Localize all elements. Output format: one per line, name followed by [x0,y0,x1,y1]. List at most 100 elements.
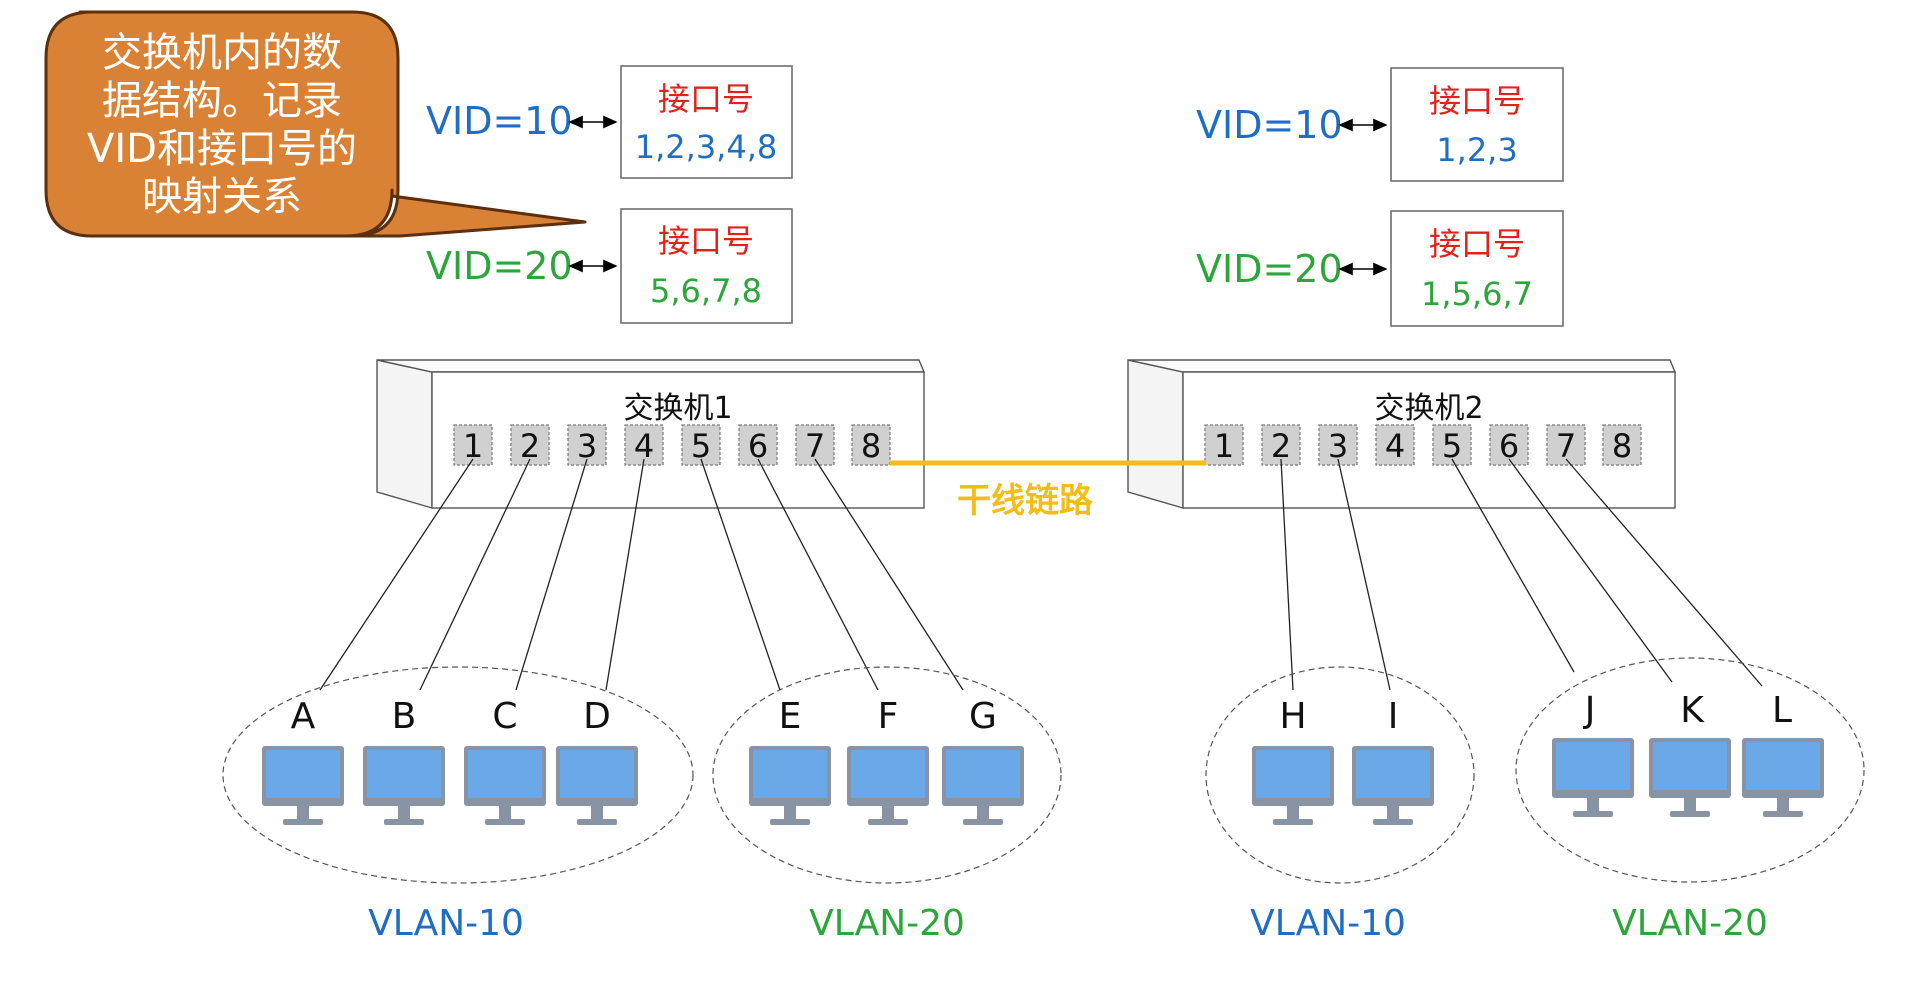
host-l[interactable]: L [1742,690,1824,817]
switch-top-face [1127,359,1677,373]
switch-port-6[interactable]: 6 [1489,424,1529,466]
host-a[interactable]: A [262,696,344,825]
host-label: C [492,696,517,737]
vid-table-ports: 1,2,3,4,8 [635,128,777,166]
callout-line-3: VID和接口号的 [87,126,357,172]
switch-port-4[interactable]: 4 [624,424,664,466]
computer-monitor-icon [1649,738,1731,817]
vid-table-header: 接口号 [658,80,754,118]
vlan-group-outline [1205,666,1475,884]
port-number: 7 [805,427,825,465]
vlan-label-switch1-vlan10: VLAN-10 [368,903,524,944]
switch-name: 交换机2 [1374,391,1483,426]
host-j[interactable]: J [1552,690,1634,817]
port-number: 4 [634,427,654,465]
switch-side-face [376,359,433,509]
host-label: G [969,696,997,737]
port-number: 6 [748,427,768,465]
port-number: 8 [861,427,881,465]
vid-table-box [620,208,793,324]
port-box [624,424,664,466]
port-box [1546,424,1586,466]
switch-port-1[interactable]: 1 [453,424,493,466]
switch-top-face [376,359,926,373]
host-label: K [1680,690,1705,731]
switch-port-3[interactable]: 3 [1318,424,1358,466]
host-i[interactable]: I [1352,696,1434,825]
cable-l [1565,458,1763,687]
cable-i [1337,458,1391,691]
computer-monitor-icon [363,746,445,825]
host-e[interactable]: E [749,696,831,825]
switch-port-8[interactable]: 8 [851,424,891,466]
port-number: 5 [1442,427,1462,465]
vlan-label-switch2-vlan10: VLAN-10 [1250,903,1406,944]
port-box [1489,424,1529,466]
switch-port-1[interactable]: 1 [1204,424,1244,466]
switch-port-5[interactable]: 5 [681,424,721,466]
host-label: A [291,696,316,737]
vid-table-ports: 1,2,3 [1436,131,1517,169]
host-label: F [878,696,899,737]
vlan-label-switch1-vlan20: VLAN-20 [809,903,965,944]
switch-port-3[interactable]: 3 [567,424,607,466]
switch-side-face [1127,359,1184,509]
host-c[interactable]: C [464,696,546,825]
host-k[interactable]: K [1649,690,1731,817]
switch-port-7[interactable]: 7 [795,424,835,466]
computer-monitor-icon [1742,738,1824,817]
port-number: 7 [1556,427,1576,465]
computer-monitor-icon [262,746,344,825]
vid-label: VID=20 [1196,247,1343,291]
computer-monitor-icon [1252,746,1334,825]
port-number: 4 [1385,427,1405,465]
vid-table-ports: 5,6,7,8 [650,272,762,310]
port-box [453,424,493,466]
vlan-group-outline [222,666,694,884]
host-g[interactable]: G [942,696,1024,825]
port-number: 1 [1214,427,1234,465]
port-number: 1 [463,427,483,465]
cables [319,458,1763,691]
callout-line-2: 据结构。记录 [102,78,342,124]
port-number: 6 [1499,427,1519,465]
port-number: 5 [691,427,711,465]
switch-port-8[interactable]: 8 [1602,424,1642,466]
callout: 交换机内的数 据结构。记录 VID和接口号的 映射关系 [44,10,587,238]
switch-port-6[interactable]: 6 [738,424,778,466]
host-label: H [1279,696,1306,737]
vid-table-box [620,65,793,179]
switch-port-2[interactable]: 2 [1261,424,1301,466]
computer-monitor-icon [847,746,929,825]
cable-k [1508,458,1673,683]
vid-table-switch1-vlan10: VID=10 接口号 1,2,3,4,8 [426,65,793,179]
vid-table-header: 接口号 [1429,82,1525,120]
host-h[interactable]: H [1252,696,1334,825]
port-box [510,424,550,466]
cable-f [757,458,879,691]
port-box [851,424,891,466]
port-box [1204,424,1244,466]
switch-port-2[interactable]: 2 [510,424,550,466]
trunk-link: 干线链路 [890,460,1206,521]
port-number: 2 [520,427,540,465]
host-b[interactable]: B [363,696,445,825]
callout-line-4: 映射关系 [142,174,302,220]
switch-port-7[interactable]: 7 [1546,424,1586,466]
port-box [795,424,835,466]
switch-port-5[interactable]: 5 [1432,424,1472,466]
computer-monitor-icon [749,746,831,825]
vid-table-box [1390,210,1564,327]
host-f[interactable]: F [847,696,929,825]
vid-table-switch1-vlan20: VID=20 接口号 5,6,7,8 [426,208,793,324]
cable-e [700,458,781,691]
port-box [1432,424,1472,466]
port-box [567,424,607,466]
host-d[interactable]: D [556,696,638,825]
switch-port-4[interactable]: 4 [1375,424,1415,466]
cable-b [419,458,531,691]
host-label: E [779,696,802,737]
